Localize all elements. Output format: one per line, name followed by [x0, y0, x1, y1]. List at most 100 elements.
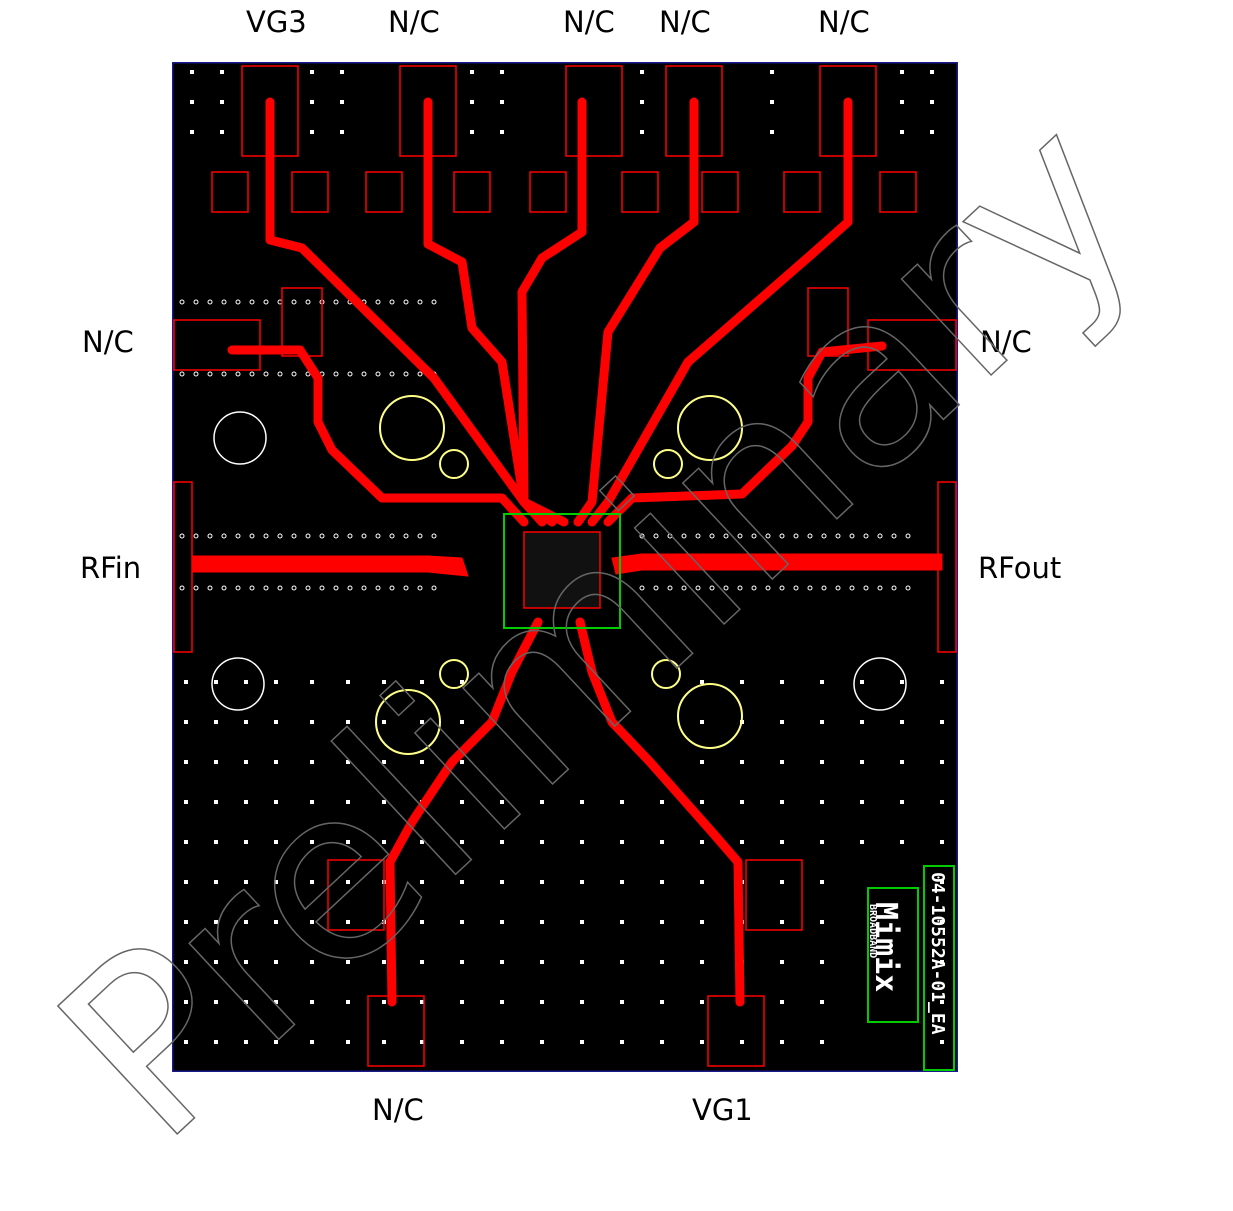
via: [214, 680, 218, 684]
via: [500, 1000, 504, 1004]
via: [214, 920, 218, 924]
via: [540, 920, 544, 924]
silkscreen-brand-sub: BROADBAND: [867, 904, 878, 958]
via: [382, 800, 386, 804]
via: [900, 840, 904, 844]
via: [940, 760, 944, 764]
via: [780, 920, 784, 924]
via: [780, 1040, 784, 1044]
via: [780, 880, 784, 884]
via: [263, 371, 269, 377]
via: [310, 880, 314, 884]
via: [580, 1040, 584, 1044]
via: [382, 1040, 386, 1044]
via: [820, 800, 824, 804]
via: [382, 840, 386, 844]
via: [375, 371, 381, 377]
via: [310, 720, 314, 724]
via: [723, 533, 729, 539]
via: [620, 960, 624, 964]
via: [190, 70, 194, 74]
via: [333, 371, 339, 377]
via: [382, 960, 386, 964]
via: [580, 800, 584, 804]
via: [940, 920, 944, 924]
via: [184, 680, 188, 684]
via: [751, 533, 757, 539]
via: [770, 70, 774, 74]
via: [310, 1040, 314, 1044]
via: [620, 800, 624, 804]
via: [184, 960, 188, 964]
via: [740, 800, 744, 804]
via: [500, 1040, 504, 1044]
via: [249, 299, 255, 305]
via: [660, 960, 664, 964]
via: [389, 371, 395, 377]
via: [860, 840, 864, 844]
via: [310, 920, 314, 924]
pin-label-right-nc: N/C: [980, 325, 1032, 359]
via: [820, 760, 824, 764]
via: [382, 720, 386, 724]
via: [793, 533, 799, 539]
via: [700, 1040, 704, 1044]
via: [420, 840, 424, 844]
via: [821, 585, 827, 591]
via: [639, 533, 645, 539]
via: [700, 680, 704, 684]
via: [460, 760, 464, 764]
via: [346, 880, 350, 884]
via: [305, 533, 311, 539]
bias-traces: [227, 97, 887, 1007]
via: [900, 720, 904, 724]
via: [740, 1040, 744, 1044]
via: [403, 299, 409, 305]
via: [249, 585, 255, 591]
via: [291, 585, 297, 591]
via: [235, 371, 241, 377]
via: [660, 840, 664, 844]
via: [765, 533, 771, 539]
via: [900, 100, 904, 104]
via: [905, 533, 911, 539]
via: [770, 100, 774, 104]
via: [179, 533, 185, 539]
via: [580, 960, 584, 964]
via: [500, 960, 504, 964]
via: [310, 760, 314, 764]
via: [620, 1000, 624, 1004]
via: [274, 800, 278, 804]
via: [244, 920, 248, 924]
via: [695, 533, 701, 539]
via: [214, 1000, 218, 1004]
via: [346, 920, 350, 924]
via: [877, 585, 883, 591]
via: [863, 533, 869, 539]
pin-label-top-vg3: VG3: [246, 5, 307, 39]
via: [460, 1040, 464, 1044]
silkscreen-part-number: 04-10552A-01_EA: [927, 872, 948, 1035]
via: [460, 880, 464, 884]
via: [695, 585, 701, 591]
silkscreen-brand: Mimix: [868, 902, 903, 992]
via: [375, 533, 381, 539]
via: [660, 1000, 664, 1004]
via: [417, 585, 423, 591]
via: [420, 1040, 424, 1044]
via: [346, 1000, 350, 1004]
via: [900, 760, 904, 764]
via: [244, 960, 248, 964]
via: [723, 585, 729, 591]
via: [333, 533, 339, 539]
pin-label-bottom-vg1: VG1: [692, 1093, 753, 1127]
pin-label-left-nc: N/C: [82, 325, 134, 359]
via: [620, 920, 624, 924]
via: [500, 100, 504, 104]
via: [460, 720, 464, 724]
via: [540, 840, 544, 844]
via: [700, 920, 704, 924]
via: [346, 840, 350, 844]
via: [244, 800, 248, 804]
via: [891, 585, 897, 591]
